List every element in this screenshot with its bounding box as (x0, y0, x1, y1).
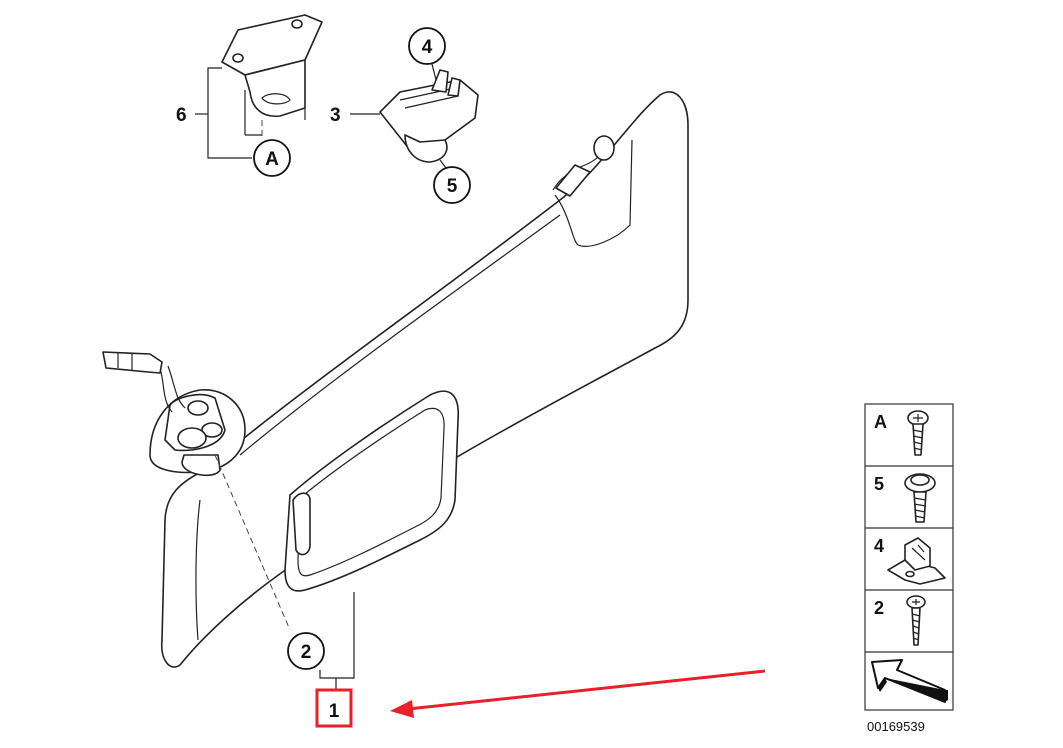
vanity-mirror-frame (284, 390, 459, 592)
wiring-harness (159, 365, 186, 413)
clip-housing-tab-2 (447, 77, 461, 97)
part-3-clip-housing (379, 69, 479, 163)
callout-1: 1 (329, 701, 340, 722)
callout-4: 4 (422, 37, 433, 58)
legend-label-a: A (874, 412, 887, 432)
callout-2: 2 (301, 642, 312, 663)
highlight-arrow (390, 669, 766, 718)
mirror-cover-tab (292, 492, 311, 556)
fastener-legend: A 5 4 2 (864, 403, 954, 711)
highlight-box (315, 688, 353, 728)
sun-visor-assembly (102, 91, 689, 668)
sun-visor-body (160, 91, 689, 668)
pivot-shaft (181, 454, 221, 477)
callout-6-bracket-line (207, 67, 252, 159)
callout-a-circle (253, 139, 291, 177)
upper-pivot-clip (593, 135, 615, 161)
legend-label-4: 4 (874, 536, 884, 556)
diagram-number: 00169539 (867, 719, 925, 734)
pivot-boss (177, 427, 207, 449)
clip-housing-hook (404, 134, 448, 163)
callout-3: 3 (330, 105, 341, 126)
callout-5: 5 (447, 176, 458, 197)
callout-4-circle (408, 27, 446, 65)
bracket-hole-right (291, 19, 303, 29)
callout-5-leader (439, 159, 447, 169)
callout-1-bracket-line (319, 592, 355, 679)
callout-5-circle (433, 166, 471, 204)
vanity-mirror (297, 407, 445, 577)
pivot-hole-lower (201, 422, 223, 438)
spring-clip-icon (887, 537, 946, 585)
screw-round-head-icon (907, 410, 929, 456)
clip-housing-tab (431, 69, 449, 93)
upper-wire-connector (555, 164, 591, 197)
bracket-hook (244, 59, 306, 117)
direction-arrow-icon (871, 659, 948, 703)
legend-label-5: 5 (874, 474, 884, 494)
bracket-slot (261, 93, 291, 105)
assembly-line-screw-2 (214, 454, 291, 631)
bracket-hole-left (232, 53, 244, 63)
visor-hinge-notch (554, 139, 633, 247)
callout-2-circle (287, 632, 325, 670)
legend-label-2: 2 (874, 598, 884, 618)
callout-6: 6 (176, 105, 187, 126)
screw-flange-head-icon (904, 473, 936, 523)
callout-4-leader (431, 63, 437, 81)
pivot-hole-upper (187, 400, 209, 416)
part-6-bracket (221, 14, 323, 136)
bracket-top-plate (221, 14, 323, 76)
visor-top-edge (239, 214, 561, 456)
callout-a: A (265, 149, 279, 170)
visor-inner-border (195, 499, 201, 641)
screw-pan-head-icon (906, 595, 926, 646)
